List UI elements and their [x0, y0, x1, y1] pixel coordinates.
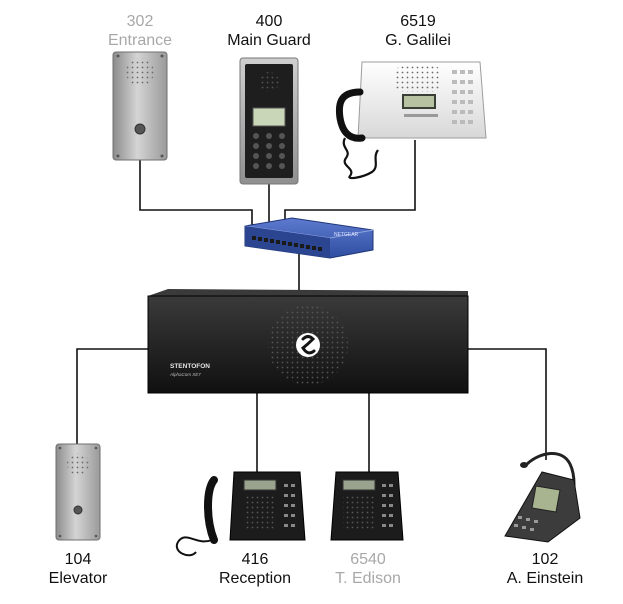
- server-model: AlphaCom XE7: [169, 372, 201, 377]
- station-number: 6540: [350, 551, 386, 568]
- station-number: 104: [64, 551, 92, 568]
- network-switch-icon: NETGEAR: [244, 217, 374, 259]
- station-number: 6519: [400, 13, 436, 30]
- exchange-server: STENTOFON AlphaCom XE7: [147, 289, 469, 394]
- keypad-intercom-icon: [239, 57, 299, 185]
- station-label-400: 400 Main Guard: [214, 12, 324, 50]
- stentofon-logo-icon: [301, 335, 316, 355]
- desk-phone-icon: [335, 61, 487, 180]
- station-name: Entrance: [107, 32, 173, 49]
- door-intercom-icon: [112, 51, 168, 161]
- server-brand: STENTOFON: [170, 363, 210, 370]
- station-label-102: 102 A. Einstein: [490, 550, 600, 588]
- station-number: 416: [241, 551, 269, 568]
- station-label-6540: 6540 T. Edison: [318, 550, 418, 588]
- station-name: Reception: [218, 570, 292, 587]
- station-label-302: 302 Entrance: [95, 12, 185, 50]
- connection-lines: [76, 140, 547, 472]
- link-6519-switch: [284, 140, 416, 232]
- link-server-104: [76, 348, 148, 444]
- station-name: Elevator: [48, 570, 108, 587]
- door-intercom-icon: [55, 443, 101, 541]
- desk-station-icon: [330, 471, 404, 541]
- station-number: 302: [126, 13, 154, 30]
- station-number: 102: [531, 551, 559, 568]
- link-302-switch: [139, 160, 253, 232]
- station-number: 400: [255, 13, 283, 30]
- station-name: T. Edison: [335, 570, 401, 587]
- station-name: A. Einstein: [506, 570, 584, 587]
- gooseneck-mic-station-icon: [504, 452, 581, 543]
- switch-brand: NETGEAR: [334, 232, 359, 238]
- station-label-6519: 6519 G. Galilei: [368, 12, 468, 50]
- station-name: G. Galilei: [385, 32, 451, 49]
- link-server-102: [468, 348, 547, 460]
- station-name: Main Guard: [227, 32, 311, 49]
- station-label-416: 416 Reception: [205, 550, 305, 588]
- desk-station-handset-icon: [175, 471, 306, 557]
- station-label-104: 104 Elevator: [36, 550, 120, 588]
